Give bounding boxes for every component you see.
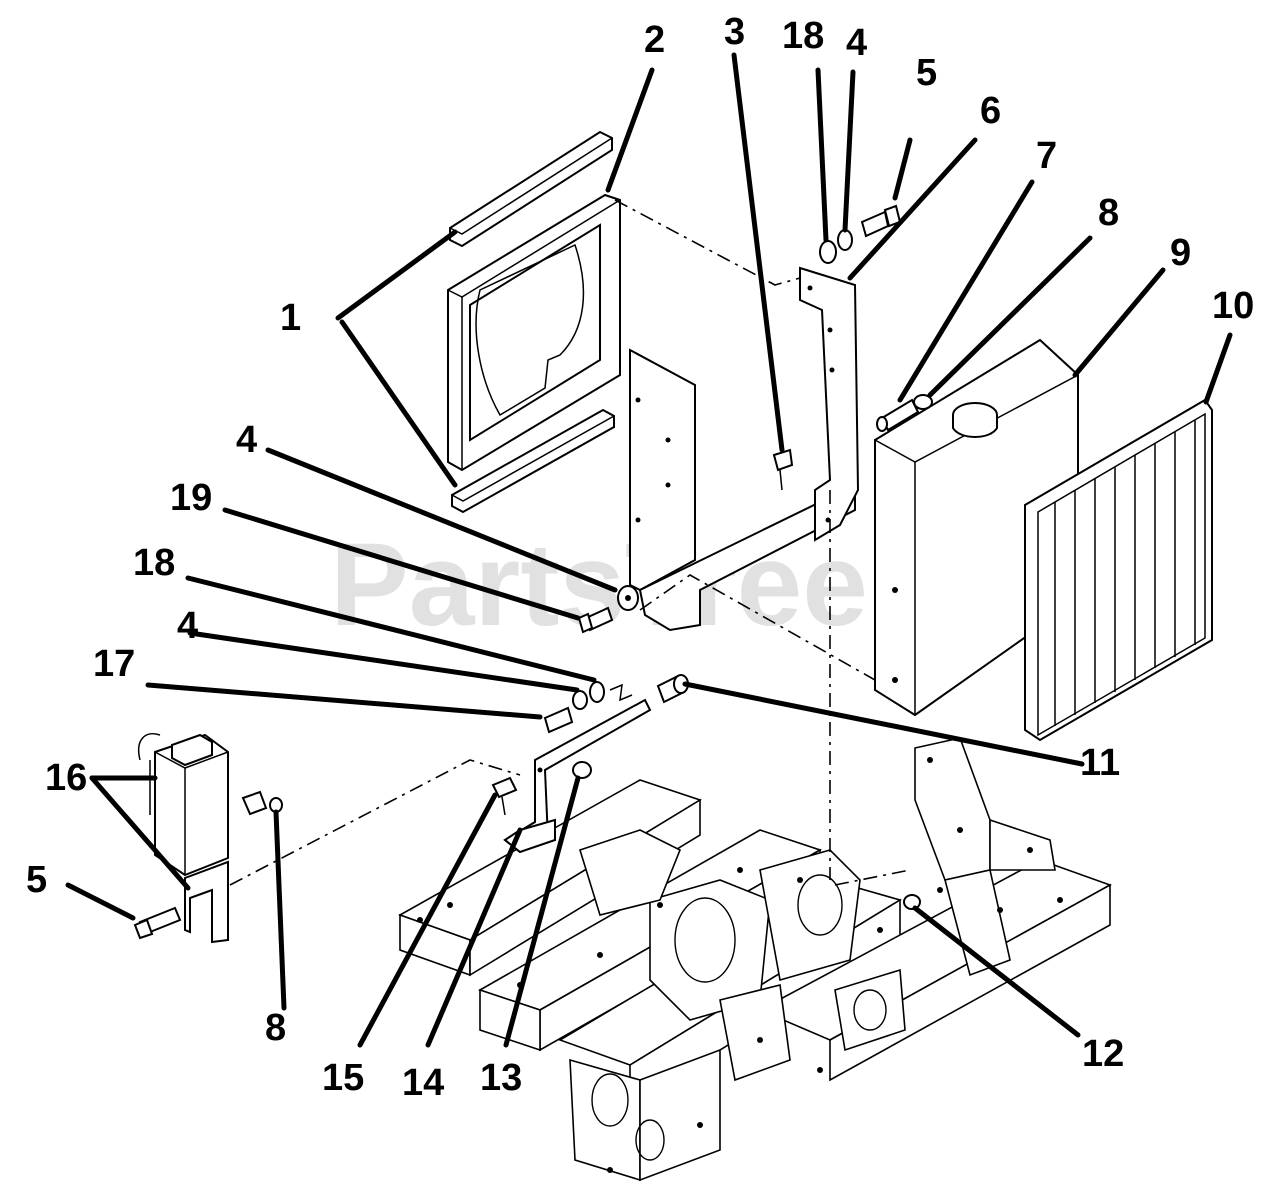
part-8-clamp-hose-left [241,790,283,816]
part-2-shroud [447,193,621,472]
chassis-frame [398,737,1112,1182]
callout-16: 16 [45,757,87,799]
leader-8-top [927,235,1093,398]
callout-5-low: 5 [26,859,47,901]
callout-11: 11 [1080,742,1120,784]
part-12-nut [903,894,921,910]
callout-9: 9 [1170,232,1191,274]
leader-6 [847,137,978,281]
callout-2: 2 [644,19,665,61]
leader-16b [89,775,191,891]
leader-4-top [842,69,856,233]
leader-4-low [187,630,580,693]
callout-19: 19 [170,477,212,519]
part-16-coolant-tank [138,733,229,944]
leader-18-top [815,67,829,243]
leader-19 [222,507,581,621]
assembly-line-mid [639,574,876,681]
leader-8-low [273,809,287,1011]
leader-18-mid [185,575,597,683]
leader-2 [605,67,655,193]
leader-7 [897,179,1035,403]
callout-3: 3 [724,11,745,53]
part-1-foam-strips [449,130,615,514]
part-11-spacer [656,674,689,704]
callout-18-mid: 18 [133,542,175,584]
leader-3 [731,52,785,453]
callout-12: 12 [1082,1033,1124,1075]
callout-4-low: 4 [177,605,198,647]
callout-13: 13 [480,1057,522,1099]
callout-8-low: 8 [265,1007,286,1049]
part-3-bolt [772,448,794,491]
leader-11 [682,681,1085,767]
callout-7: 7 [1036,135,1057,177]
leader-lines [65,52,1233,1048]
callout-4-mid: 4 [236,419,257,461]
leader-5-low [65,882,136,921]
callout-labels: 2 3 18 4 5 6 7 8 9 10 1 4 19 18 4 17 16 … [26,11,1254,1104]
assembly-line-top [614,199,801,286]
part-5-bolt-left [133,906,182,940]
callout-8-top: 8 [1098,192,1119,234]
leader-12 [912,905,1081,1038]
leader-9 [1072,267,1166,378]
part-7-8-hose-clamp [876,394,933,432]
leader-17 [145,682,543,720]
callout-6: 6 [980,90,1001,132]
part-15-13-bolt-nut [491,761,592,816]
callout-10: 10 [1212,285,1254,327]
assembly-line-left [229,759,521,886]
leader-5-top [892,137,913,201]
callout-14: 14 [402,1062,444,1104]
callout-15: 15 [322,1057,364,1099]
leader-13 [503,775,581,1048]
callout-4-top: 4 [846,22,867,64]
leader-4-mid [265,447,618,593]
part-6-bracket [799,266,860,542]
assembly-line-right [834,869,911,886]
leader-1b [339,319,458,488]
callout-1: 1 [280,297,301,339]
callout-18-top: 18 [782,15,824,57]
part-18-4-17-fasteners [543,681,633,734]
back-bracket-panel [629,348,856,632]
leader-14 [425,827,523,1048]
leader-10 [1203,332,1233,405]
leader-1a [335,229,458,321]
callout-5-top: 5 [916,52,937,94]
top-fasteners [819,204,902,264]
callout-17: 17 [93,643,135,685]
part-19-bolt-washer [577,585,639,634]
leader-15 [357,792,498,1048]
